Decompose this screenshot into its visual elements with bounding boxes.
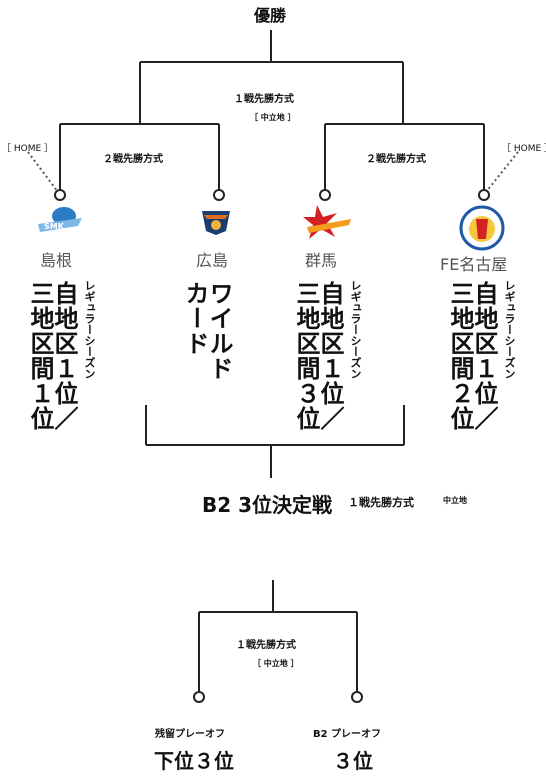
node-hiroshima bbox=[213, 189, 225, 201]
lower-left-caption: 残留プレーオフ bbox=[155, 729, 225, 740]
semi-right-format: ２戦先勝方式 bbox=[366, 154, 426, 165]
fe-nagoya-logo-icon bbox=[459, 205, 505, 251]
nagoya-label: 自地区１位／ 三地区間２位 bbox=[446, 281, 498, 431]
final-venue: ［ 中立地 ］ bbox=[250, 113, 296, 122]
third-place-venue: 中立地 bbox=[443, 496, 467, 505]
semi-left-format: ２戦先勝方式 bbox=[103, 154, 163, 165]
champion-title: 優勝 bbox=[254, 6, 287, 25]
shimane-logo-icon: SMK bbox=[38, 207, 82, 232]
node-nagoya bbox=[478, 189, 490, 201]
gunma-sub: レギュラーシーズン bbox=[349, 280, 362, 379]
lower-right-label: ３位 bbox=[333, 749, 373, 773]
team-name-hiroshima: 広島 bbox=[196, 251, 229, 270]
shimane-sub: レギュラーシーズン bbox=[83, 280, 96, 379]
lower-venue: ［ 中立地 ］ bbox=[253, 659, 299, 668]
third-place-format: １戦先勝方式 bbox=[348, 496, 414, 509]
svg-text:SMK: SMK bbox=[44, 222, 65, 231]
lower-right-caption: B2 プレーオフ bbox=[313, 729, 382, 740]
gunma-label: 自地区１位／ 三地区間３位 bbox=[292, 281, 344, 431]
node-lower-left bbox=[193, 691, 205, 703]
nagoya-sub: レギュラーシーズン bbox=[503, 280, 516, 379]
third-place-title: B2 3位決定戦 bbox=[202, 493, 333, 517]
lower-left-label: 下位３位 bbox=[154, 749, 234, 773]
lower-format: １戦先勝方式 bbox=[236, 640, 296, 651]
home-left-label: ［ HOME ］ bbox=[2, 144, 54, 154]
gunma-logo-icon bbox=[303, 205, 351, 239]
node-gunma bbox=[319, 189, 331, 201]
team-name-shimane: 島根 bbox=[40, 251, 73, 270]
team-name-gunma: 群馬 bbox=[305, 251, 338, 270]
hiroshima-logo-icon bbox=[202, 211, 230, 235]
home-right-label: ［ HOME ］ bbox=[502, 144, 546, 154]
hiroshima-label: ワイルド カード bbox=[181, 281, 233, 381]
final-format: １戦先勝方式 bbox=[234, 94, 294, 105]
node-shimane bbox=[54, 189, 66, 201]
node-lower-right bbox=[351, 691, 363, 703]
team-name-nagoya: FE名古屋 bbox=[440, 255, 508, 274]
shimane-label: 自地区１位／ 三地区間１位 bbox=[26, 281, 78, 431]
